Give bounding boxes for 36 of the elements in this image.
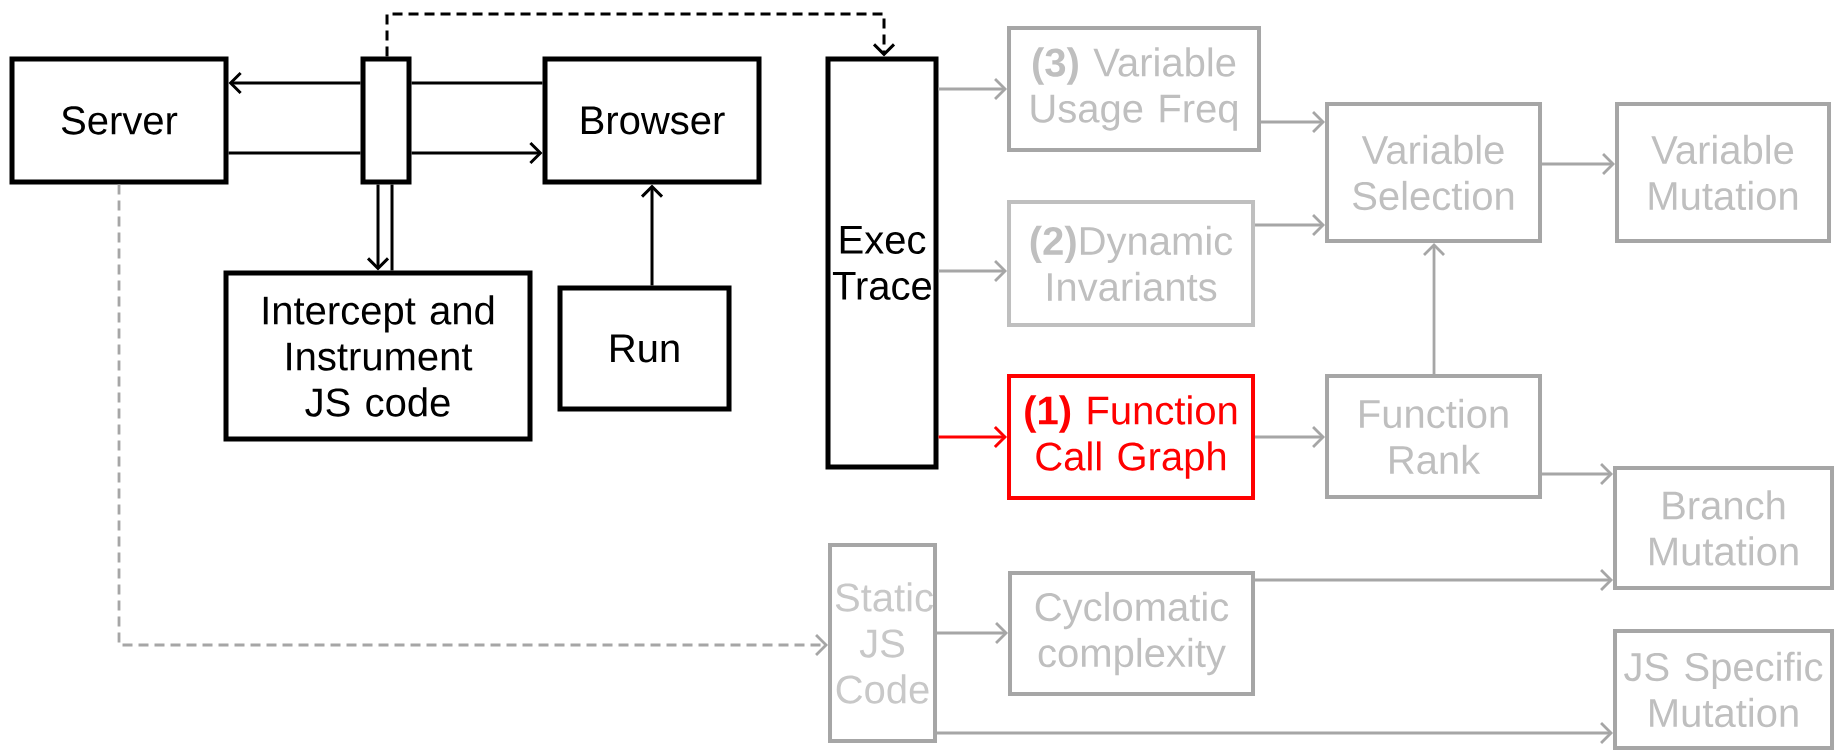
arrow [640,184,664,286]
arrow [1255,569,1613,591]
process-box: Cyclomatic complexity [1008,571,1255,696]
process-box: (3) Variable Usage Freq [1007,26,1261,152]
arrow [1542,153,1615,175]
connector-line [390,184,394,271]
arrow [1423,243,1445,374]
arrow [411,141,543,165]
process-box: (1) Function Call Graph [1007,374,1255,500]
arrow [938,78,1008,100]
process-box: Intercept and Instrument JS code [223,270,533,442]
arrow [937,722,1613,744]
process-box: Run [557,285,732,412]
arrow [1255,214,1325,236]
arrow [1542,463,1613,485]
process-box: Exec Trace [825,56,939,470]
process-box: Branch Mutation [1613,466,1834,590]
process-box: Browser [542,56,762,185]
arrow [1261,111,1325,133]
narrow-box [360,56,412,185]
arrow [937,622,1008,644]
arrow [228,71,361,95]
arrow [366,184,390,271]
arrow [938,260,1008,282]
arrow [1255,426,1325,448]
process-box: (2)Dynamic Invariants [1007,200,1255,327]
arrow [938,425,1007,449]
connector-line [411,81,543,85]
arrow [117,184,828,656]
process-box: Variable Mutation [1615,102,1831,243]
connector-line [228,151,361,155]
process-box: Variable Selection [1325,102,1542,243]
process-box: JS Specific Mutation [1613,629,1834,750]
process-box: Server [9,56,229,185]
arrow [385,12,896,57]
process-box: Function Rank [1325,374,1542,499]
